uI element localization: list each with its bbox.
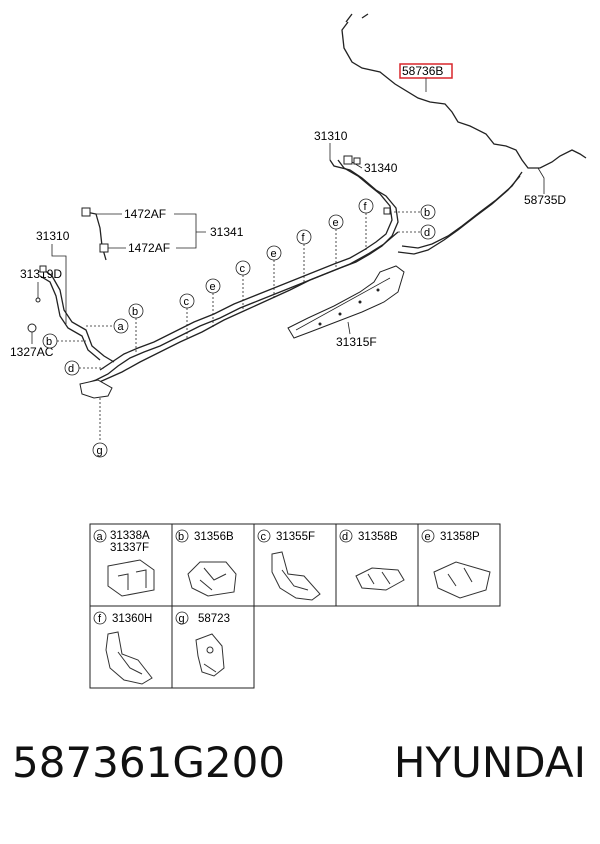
legend-cell-g[interactable]: g 58723 <box>175 611 230 677</box>
clip-a-icon <box>107 559 155 597</box>
clip-c-icon <box>271 551 321 601</box>
svg-text:f: f <box>302 232 306 244</box>
svg-text:c: c <box>261 531 267 543</box>
svg-text:e: e <box>271 248 277 260</box>
callout-1472af-lower[interactable]: 1472AF <box>108 241 170 255</box>
svg-text:d: d <box>68 363 74 375</box>
svg-text:b: b <box>46 336 52 348</box>
clip-b-icon <box>187 561 237 597</box>
callout-31310-left-text: 31310 <box>36 229 70 243</box>
svg-text:b: b <box>178 531 184 543</box>
callout-31341-text: 31341 <box>210 225 244 239</box>
clip-g-icon <box>195 633 225 677</box>
legend-cell-b[interactable]: b 31356B <box>175 529 237 597</box>
clip-callout-c-2[interactable]: c <box>235 260 251 312</box>
svg-text:c: c <box>184 296 190 308</box>
svg-text:e: e <box>333 217 339 229</box>
svg-text:b: b <box>424 207 430 219</box>
clip-f-icon <box>105 631 153 685</box>
fuel-line-diagram: 58736B 58735D 31310 31340 31315F <box>10 13 587 458</box>
callout-31310-left[interactable]: 31310 <box>36 229 70 324</box>
clip-callout-e-2[interactable]: e <box>266 245 282 298</box>
callout-1327ac[interactable]: 1327AC <box>10 323 54 359</box>
legend-cell-c[interactable]: c 31355F <box>257 529 321 601</box>
svg-text:31358B: 31358B <box>358 531 398 543</box>
clip-callout-a[interactable]: a <box>86 318 129 334</box>
svg-text:31338A: 31338A <box>110 530 150 542</box>
svg-text:f: f <box>364 201 368 213</box>
svg-text:31356B: 31356B <box>194 531 234 543</box>
brand-name: HYUNDAI <box>393 738 586 787</box>
svg-text:31358P: 31358P <box>440 531 480 543</box>
callout-31319d-text: 31319D <box>20 267 62 281</box>
clip-callout-e-3[interactable]: e <box>328 214 344 268</box>
svg-text:a: a <box>97 531 104 543</box>
svg-text:31355F: 31355F <box>276 531 315 543</box>
clip-e-icon <box>433 561 491 599</box>
callout-31340-text: 31340 <box>364 161 398 175</box>
legend-cell-e[interactable]: e 31358P <box>421 529 491 599</box>
svg-text:c: c <box>240 263 246 275</box>
clip-callouts: a b b d c e <box>42 198 436 458</box>
svg-text:a: a <box>118 321 125 333</box>
callout-31310-top[interactable]: 31310 <box>314 129 348 160</box>
callout-58736b[interactable]: 58736B <box>399 63 453 92</box>
clip-callout-f-1[interactable]: f <box>296 229 312 284</box>
callout-58736b-text: 58736B <box>402 64 443 78</box>
clip-callout-d-1[interactable]: d <box>64 360 104 376</box>
clip-callout-f-2[interactable]: f <box>358 198 374 250</box>
legend-cell-a[interactable]: a 31338A 31337F <box>93 529 155 597</box>
svg-text:31337F: 31337F <box>110 542 149 554</box>
callout-31315f-text: 31315F <box>336 335 377 349</box>
svg-text:d: d <box>424 227 430 239</box>
heat-shield <box>287 265 405 339</box>
callout-31315f[interactable]: 31315F <box>336 321 377 349</box>
svg-text:d: d <box>342 531 348 543</box>
clip-d-icon <box>355 567 405 591</box>
front-bracket <box>79 379 113 440</box>
footer: 587361G200 HYUNDAI <box>0 738 600 808</box>
callout-31341[interactable]: 31341 <box>174 213 244 249</box>
clip-callout-d-2[interactable]: d <box>398 224 436 240</box>
callout-31319d[interactable]: 31319D <box>20 267 62 303</box>
legend-cell-f[interactable]: f 31360H <box>93 611 153 685</box>
clip-callout-b-3[interactable]: b <box>394 204 436 220</box>
callout-31310-top-text: 31310 <box>314 129 348 143</box>
svg-text:e: e <box>210 281 216 293</box>
callout-58735d-text: 58735D <box>524 193 566 207</box>
fittings <box>39 155 391 273</box>
svg-text:g: g <box>97 445 103 457</box>
clip-callout-g[interactable]: g <box>92 442 108 458</box>
callout-1472af-lower-text: 1472AF <box>128 241 170 255</box>
clip-callout-e-1[interactable]: e <box>205 278 221 328</box>
callout-1472af-upper-text: 1472AF <box>124 207 166 221</box>
clip-callout-b-1[interactable]: b <box>128 303 144 354</box>
svg-text:e: e <box>425 531 431 543</box>
svg-text:58723: 58723 <box>198 613 230 625</box>
main-fuel-lines <box>39 159 399 387</box>
legend-cell-d[interactable]: d 31358B <box>339 529 405 591</box>
svg-text:b: b <box>132 306 138 318</box>
part-number: 587361G200 <box>12 738 286 787</box>
callout-1472af-upper[interactable]: 1472AF <box>96 207 166 221</box>
clip-callout-c-1[interactable]: c <box>179 293 195 340</box>
rear-fuel-pipe <box>341 13 587 255</box>
svg-text:f: f <box>98 613 102 625</box>
clip-callout-b-2[interactable]: b <box>42 333 86 349</box>
svg-text:31360H: 31360H <box>112 613 152 625</box>
callout-1327ac-text: 1327AC <box>10 345 54 359</box>
callout-58735d[interactable]: 58735D <box>524 167 566 207</box>
svg-text:g: g <box>179 613 185 625</box>
